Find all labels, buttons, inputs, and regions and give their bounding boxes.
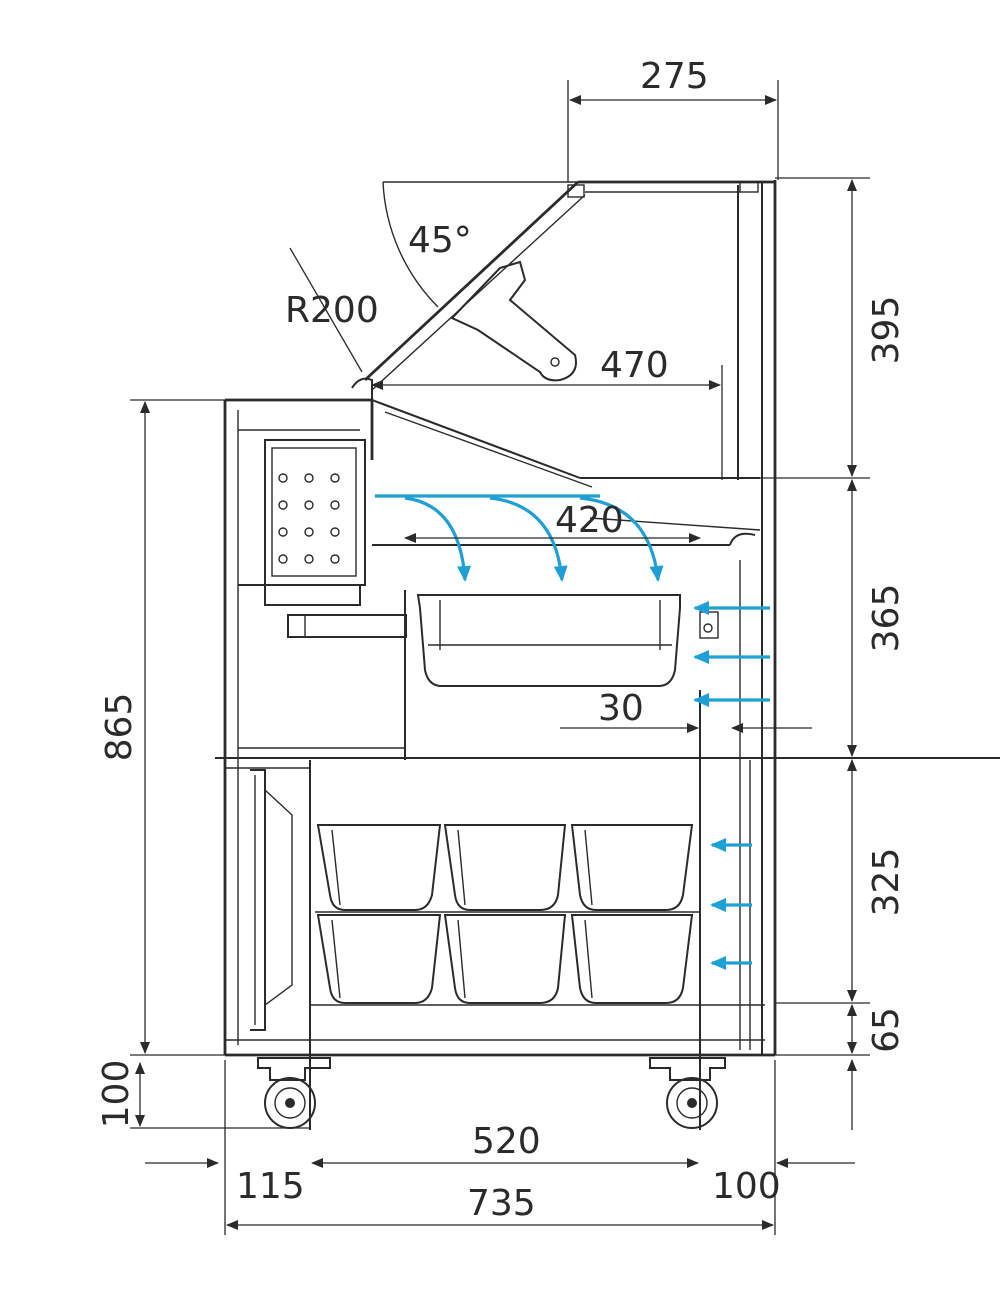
label-upper-depth: 470 bbox=[600, 345, 669, 386]
evaporator-grille bbox=[278, 473, 340, 564]
label-gap: 30 bbox=[598, 688, 644, 729]
label-radius: R200 bbox=[285, 290, 379, 331]
label-total-width: 735 bbox=[467, 1183, 536, 1224]
storage-pan bbox=[570, 914, 694, 1004]
label-shelf-depth: 420 bbox=[555, 500, 624, 541]
label-counter-height: 865 bbox=[99, 693, 140, 762]
label-storage-height: 325 bbox=[866, 848, 907, 917]
label-angle: 45° bbox=[408, 220, 472, 261]
dimension-lines bbox=[130, 80, 870, 1235]
label-canopy-height: 395 bbox=[866, 296, 907, 365]
cabinet-body bbox=[215, 180, 1000, 1130]
caster-rear bbox=[649, 1057, 726, 1129]
dimension-labels: 275 45° R200 470 420 30 395 365 325 65 8… bbox=[96, 56, 907, 1224]
storage-pan bbox=[316, 914, 442, 1004]
caster-front bbox=[257, 1057, 331, 1129]
storage-pans bbox=[315, 824, 700, 1004]
label-inner-width: 520 bbox=[472, 1121, 541, 1162]
storage-pan bbox=[443, 914, 567, 1004]
label-base-height: 65 bbox=[866, 1007, 907, 1053]
canopy-glass bbox=[351, 180, 775, 488]
storage-pan bbox=[316, 824, 442, 911]
label-display-height: 365 bbox=[866, 584, 907, 653]
label-rear-offset: 115 bbox=[236, 1166, 305, 1207]
display-compartment bbox=[264, 439, 761, 687]
label-front-offset: 100 bbox=[712, 1166, 781, 1207]
label-top-width: 275 bbox=[640, 56, 709, 97]
label-leg-height: 100 bbox=[96, 1060, 137, 1129]
storage-pan bbox=[443, 824, 567, 911]
airflow-arrows bbox=[375, 494, 770, 970]
storage-pan bbox=[570, 824, 694, 911]
